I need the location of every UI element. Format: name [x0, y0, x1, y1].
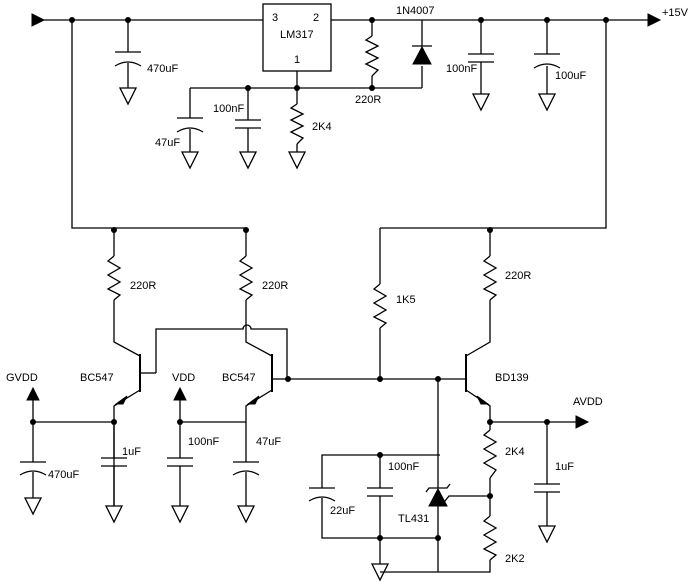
- ground-icon: [370, 563, 390, 582]
- avdd-arrow: [575, 415, 590, 429]
- gvdd-arrow: [26, 386, 40, 401]
- label-diode: 1N4007: [396, 5, 435, 17]
- cap-vdd-47uf: [232, 461, 260, 476]
- label-r-bias: 1K5: [396, 294, 416, 306]
- component-labels: 470uF 47uF 100nF 2K4 220R 1N4007 100nF 1…: [6, 5, 689, 565]
- ground-icon: [118, 87, 138, 106]
- junction-dots: [30, 17, 609, 541]
- label-r-q3: 220R: [505, 270, 531, 282]
- label-c-ref-elec: 22uF: [330, 505, 355, 517]
- cap-gvdd-1uf: [101, 457, 127, 467]
- transistor-q2-bc547: [246, 354, 288, 405]
- label-c-adj-elec: 47uF: [155, 137, 180, 149]
- cap-ref-100nf: [367, 487, 393, 497]
- input-arrow: [31, 13, 46, 27]
- lm317-regulator: 3 2 LM317 1: [262, 3, 332, 72]
- label-c-avdd: 1uF: [555, 461, 574, 473]
- label-q3: BD139: [495, 372, 529, 384]
- capacitors: [19, 51, 561, 502]
- label-c-vdd-elec: 47uF: [256, 436, 281, 448]
- cap-out-100nf: [468, 53, 494, 63]
- label-c-out-film: 100nF: [446, 63, 477, 75]
- label-c-ref-film: 100nF: [388, 461, 419, 473]
- lm317-pin-in: 3: [272, 12, 278, 24]
- cap-vdd-100nf: [167, 457, 193, 467]
- lm317-part-label: LM317: [280, 29, 314, 41]
- ground-icon: [180, 151, 200, 170]
- ground-icon: [238, 151, 258, 170]
- resistor-q2-220r: [238, 255, 254, 301]
- label-r-fb-bot: 2K2: [505, 553, 525, 565]
- resistor-bias-1k5: [372, 283, 388, 329]
- label-c-vdd-film: 100nF: [188, 436, 219, 448]
- ground-symbols: [23, 87, 557, 582]
- label-r-prog: 220R: [355, 94, 381, 106]
- label-vdd: VDD: [172, 372, 195, 384]
- transistor-q3-bd139: [465, 354, 490, 405]
- resistor-fb-top-2k4: [482, 429, 498, 479]
- ground-icon: [170, 505, 190, 524]
- ground-icon: [537, 93, 557, 112]
- output-arrow-15v: [647, 13, 662, 27]
- vdd-arrow: [173, 386, 187, 401]
- shunt-regulator-tl431: [425, 483, 451, 507]
- label-r-fb-top: 2K4: [505, 446, 525, 458]
- resistor-fb-bot-2k2: [482, 515, 498, 561]
- lm317-pin-out: 2: [313, 12, 319, 24]
- ground-icon: [287, 151, 307, 170]
- label-gvdd: GVDD: [6, 372, 38, 384]
- cap-avdd-1uf: [534, 483, 560, 493]
- diode-1n4007: [412, 45, 432, 65]
- label-rail-15v: +15V: [662, 7, 689, 19]
- cap-adj-47uf: [176, 117, 204, 133]
- cap-in-470uf: [114, 51, 142, 67]
- label-c-out-elec: 100uF: [555, 70, 586, 82]
- transistor-q1-bc547: [114, 354, 156, 405]
- resistors: [106, 35, 498, 561]
- cap-out-100uf: [533, 53, 561, 69]
- lm317-pin-adj: 1: [294, 54, 300, 66]
- resistor-q3-220r: [482, 255, 498, 301]
- ground-icon: [537, 525, 557, 544]
- label-r-adj: 2K4: [312, 121, 332, 133]
- wires: [32, 19, 648, 573]
- ground-icon: [236, 505, 256, 524]
- ground-icon: [471, 93, 491, 112]
- label-c-gvdd-film: 1uF: [122, 446, 141, 458]
- cap-ref-22uf: [308, 487, 336, 502]
- cap-gvdd-470uf: [19, 461, 47, 476]
- label-avdd: AVDD: [573, 396, 603, 408]
- label-shunt: TL431: [398, 513, 429, 525]
- label-c-gvdd-elec: 470uF: [48, 469, 79, 481]
- ground-icon: [23, 497, 43, 516]
- label-r-q2: 220R: [262, 280, 288, 292]
- resistor-adj-2k4: [289, 103, 305, 145]
- label-r-q1: 220R: [130, 280, 156, 292]
- label-c-adj-film: 100nF: [213, 103, 244, 115]
- resistor-prog: [364, 35, 380, 77]
- resistor-q1-220r: [106, 255, 122, 301]
- cap-adj-100nf: [235, 119, 261, 129]
- ground-icon: [104, 505, 124, 524]
- label-q1: BC547: [80, 372, 114, 384]
- label-q2: BC547: [222, 372, 256, 384]
- label-c-in: 470uF: [147, 63, 178, 75]
